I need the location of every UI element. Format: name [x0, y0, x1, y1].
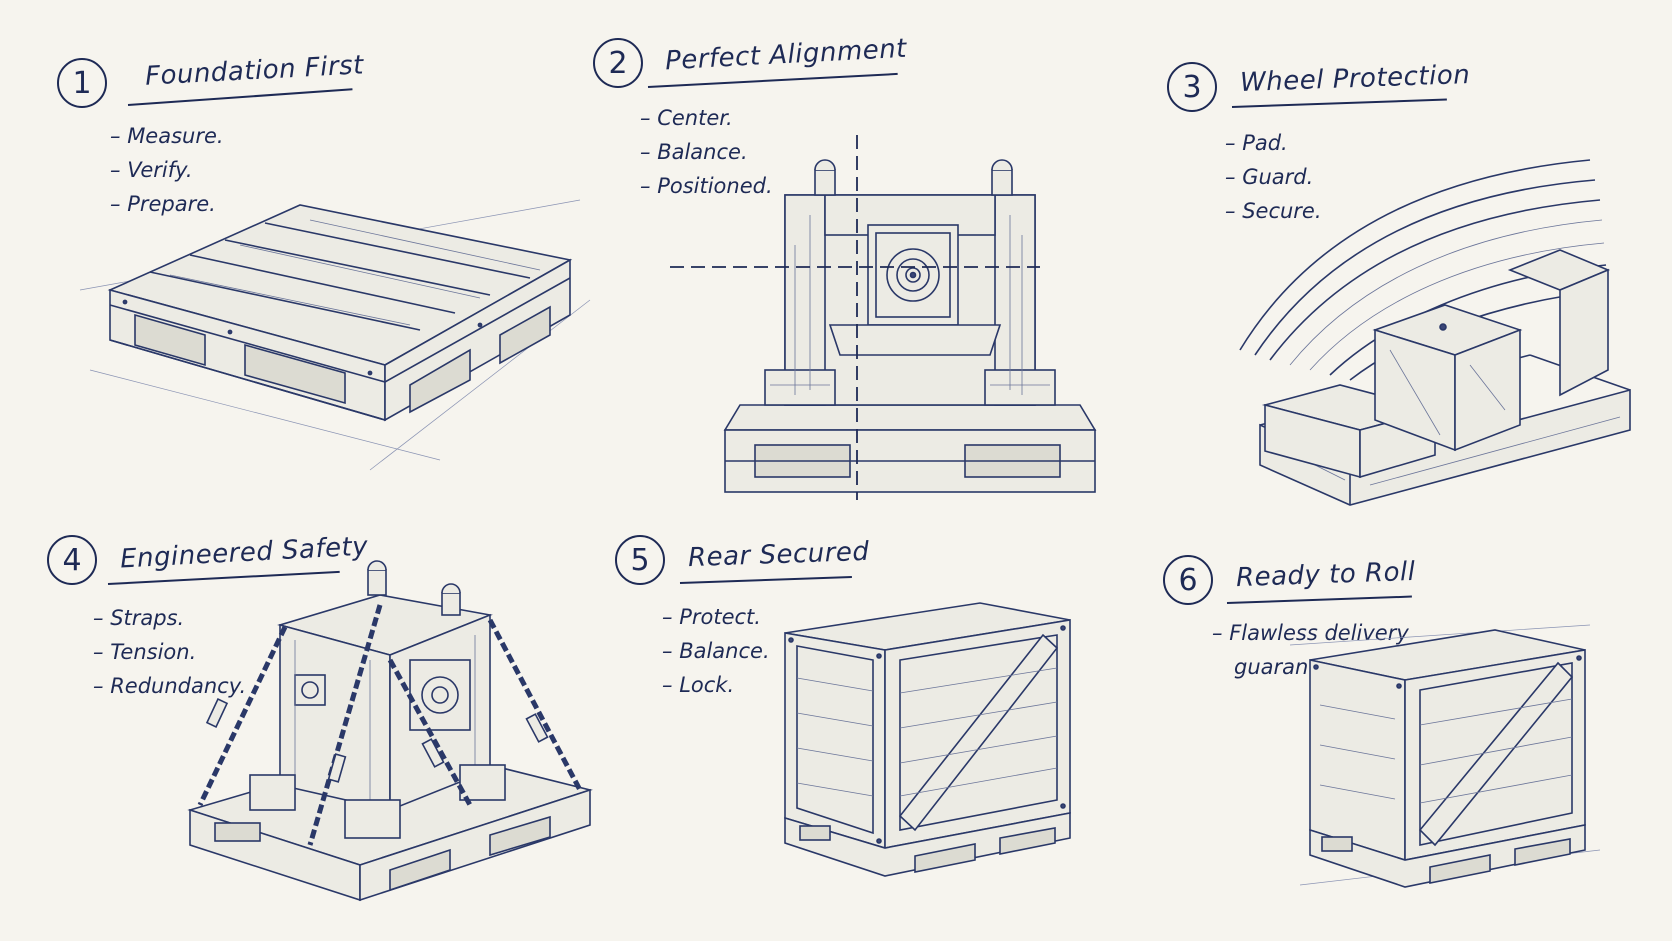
bullet-item: Secure. [1225, 194, 1321, 228]
bullet-item: Balance. [662, 634, 769, 668]
bullet-item: Redundancy. [93, 669, 246, 703]
step-bullet-list: Center. Balance. Positioned. [640, 101, 773, 203]
strapped-machine-sketch [187, 560, 593, 902]
centered-machine-sketch [670, 135, 1097, 500]
bullet-item: Positioned. [640, 169, 772, 203]
bullet-item: Center. [640, 101, 773, 135]
step-number-badge: 1 [57, 58, 107, 108]
step-number-badge: 2 [593, 38, 643, 88]
wheel-chock-sketch [1239, 159, 1631, 506]
bullet-item: Tension. [93, 635, 246, 669]
step-title: Wheel Protection [1239, 59, 1471, 99]
bullet-item: Protect. [662, 600, 770, 634]
crate-on-pallet-sketch [1289, 624, 1601, 888]
step-bullet-list: Straps. Tension. Redundancy. [93, 601, 246, 703]
title-underline [679, 575, 852, 584]
step-bullet-list: Protect. Balance. Lock. [662, 600, 770, 702]
bullet-item: Verify. [110, 153, 224, 187]
step-number-badge: 5 [615, 535, 665, 585]
step-bullet-list: Measure. Verify. Prepare. [110, 119, 224, 221]
step-title: Foundation First [144, 50, 365, 92]
step-title: Perfect Alignment [664, 33, 908, 77]
title-underline [1231, 98, 1447, 108]
bullet-item: Pad. [1225, 126, 1322, 160]
bullet-item: Prepare. [110, 187, 224, 221]
step-title: Ready to Roll [1235, 556, 1416, 594]
step-number-badge: 3 [1167, 62, 1217, 112]
bullet-item: Straps. [93, 601, 246, 635]
bullet-item: Measure. [110, 119, 223, 153]
bullet-item: Guard. [1225, 160, 1322, 194]
bullet-item: Lock. [662, 668, 770, 702]
pallet-sketch [79, 199, 591, 471]
step-number-badge: 6 [1163, 555, 1213, 605]
step-bullet-list: Pad. Guard. Secure. [1225, 126, 1322, 228]
title-underline [127, 88, 353, 106]
step-title: Rear Secured [687, 536, 870, 574]
bullet-item: Flawless delivery [1212, 616, 1409, 650]
title-underline [1226, 595, 1412, 604]
step-number-badge: 4 [47, 535, 97, 585]
bullet-item: Balance. [640, 135, 773, 169]
crate-sketch [784, 602, 1071, 877]
